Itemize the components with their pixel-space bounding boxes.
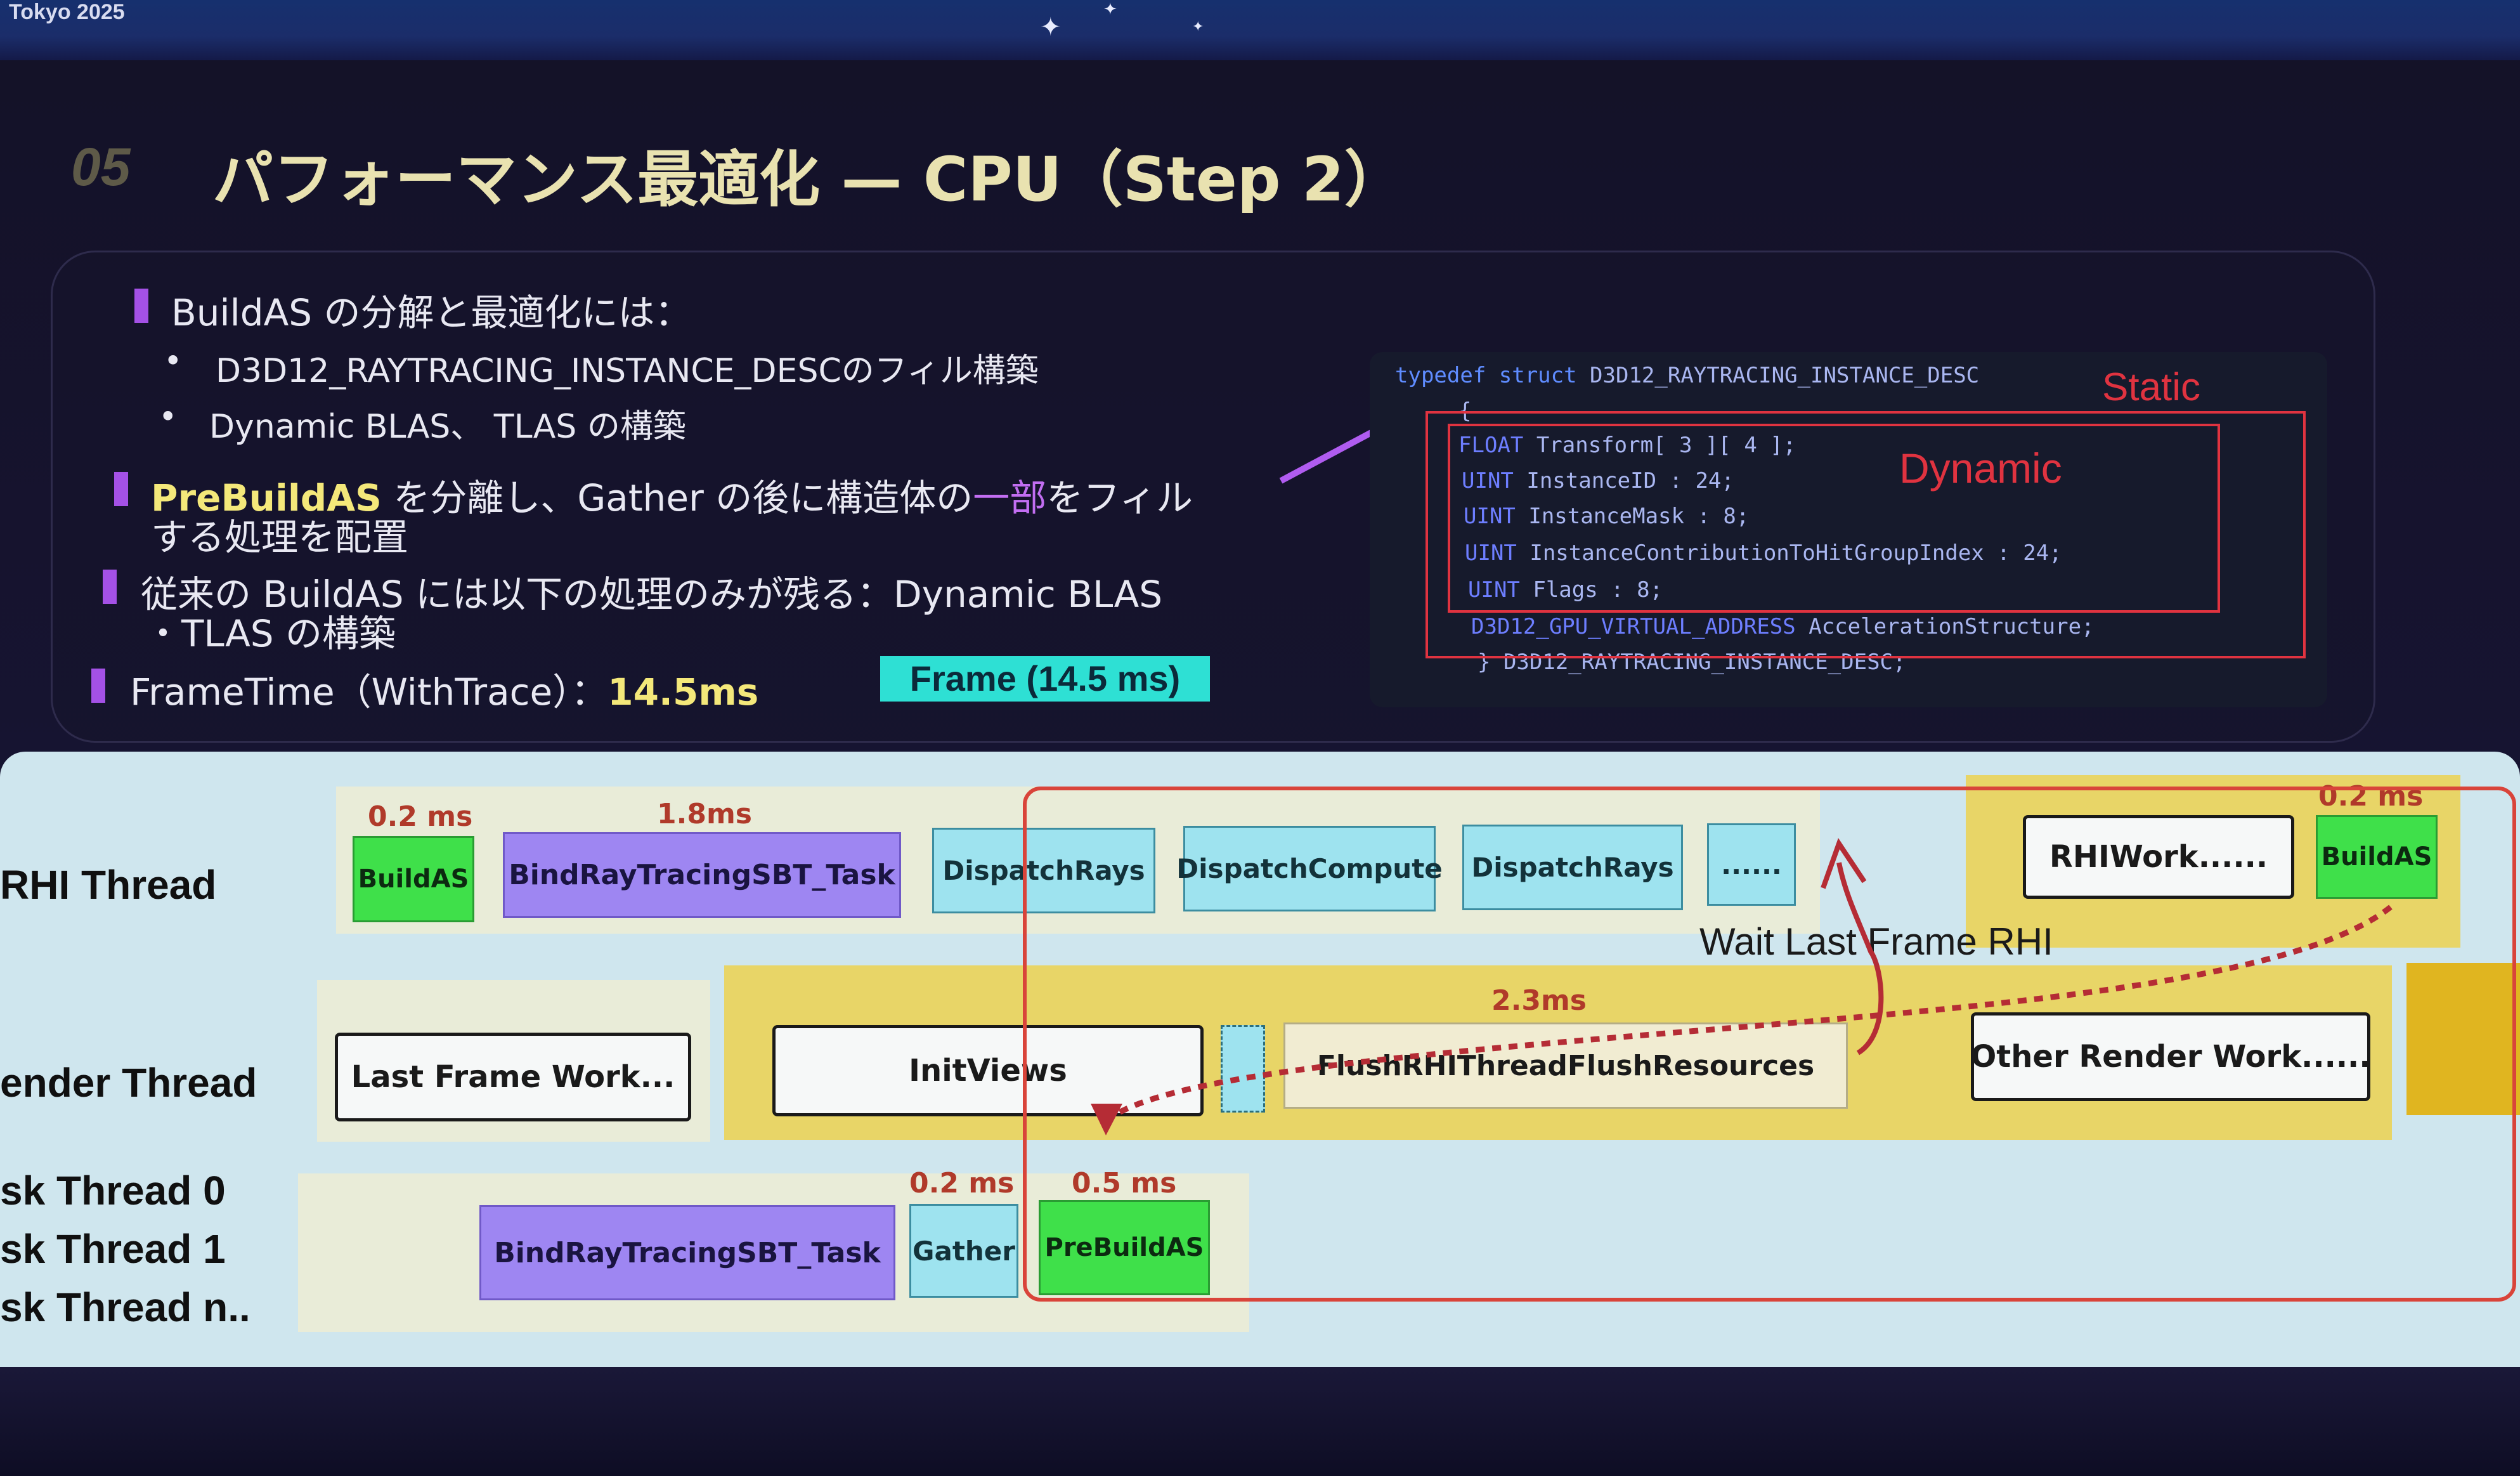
bullet-marker	[103, 570, 117, 604]
code-line-9: } D3D12_RAYTRACING_INSTANCE_DESC;	[1478, 650, 1906, 675]
bullet-1-sub-1: D3D12_RAYTRACING_INSTANCE_DESCのフィル構築	[216, 352, 1039, 390]
code-line-1: typedef struct D3D12_RAYTRACING_INSTANCE…	[1395, 363, 1980, 388]
rhi-dispatch-compute-block: DispatchCompute	[1176, 826, 1443, 911]
bullet-marker	[91, 669, 105, 703]
dynamic-label: Dynamic	[1899, 445, 2062, 492]
sub-bullet-dot: •	[159, 398, 178, 435]
bullet-4: FrameTime（WithTrace）：14.5ms	[130, 670, 759, 714]
lane-label-render: ender Thread	[0, 1060, 257, 1106]
rhi-work-block: RHIWork......	[2023, 815, 2294, 899]
code-line-6: UINT InstanceContributionToHitGroupIndex…	[1465, 540, 2062, 566]
duration-label: 0.5 ms	[1072, 1167, 1177, 1199]
duration-label: 0.2 ms	[2318, 780, 2424, 813]
code-line-7: UINT Flags : 8;	[1468, 577, 1663, 603]
render-other-work-block: Other Render Work......	[1970, 1012, 2371, 1101]
rhi-buildas-block: BuildAS	[353, 836, 474, 922]
static-label: Static	[2102, 365, 2201, 409]
rhi-buildas-block-2: BuildAS	[2316, 815, 2438, 899]
dynamic-region-outline	[1448, 424, 2220, 613]
rhi-dispatch-rays-block-2: DispatchRays	[1462, 825, 1683, 910]
focus-outline	[1023, 787, 2516, 1302]
render-flush-block: FlushRHIThreadFlushResources	[1283, 1022, 1848, 1109]
lane-label-taskn: sk Thread n..	[0, 1284, 250, 1330]
duration-label: 0.2 ms	[368, 800, 473, 833]
rhi-dispatch-rays-block: DispatchRays	[932, 828, 1155, 913]
code-line-5: UINT InstanceMask : 8;	[1464, 504, 1750, 529]
dependency-arrow-icon	[1091, 838, 2393, 1135]
duration-label: 2.3ms	[1491, 984, 1587, 1017]
duration-label: 1.8ms	[657, 798, 752, 830]
wait-label: Wait Last Frame RHI	[1699, 920, 2053, 963]
task-gather-block: Gather	[909, 1204, 1018, 1298]
lane-label-task1: sk Thread 1	[0, 1226, 226, 1272]
lane-label-rhi: RHI Thread	[0, 862, 217, 908]
conference-label: Tokyo 2025	[9, 0, 125, 24]
star-icon: ✦	[1040, 13, 1062, 42]
lane-label-task0: sk Thread 0	[0, 1168, 226, 1213]
task-bind-sbt-block: BindRayTracingSBT_Task	[479, 1205, 895, 1300]
code-line-4: UINT InstanceID : 24;	[1462, 468, 1734, 493]
bottom-background	[0, 1367, 2520, 1476]
bullet-marker	[134, 289, 148, 323]
bullet-3: 従来の BuildAS には以下の処理のみが残る：Dynamic BLAS	[141, 573, 1163, 616]
bullet-2: PreBuildAS を分離し、Gather の後に構造体の一部をフィル	[151, 476, 1193, 519]
render-last-frame-block: Last Frame Work...	[335, 1033, 691, 1121]
bullet-1: BuildAS の分解と最適化には：	[171, 291, 692, 334]
top-banner: ✦ ✦ ✦	[0, 0, 2520, 60]
render-lane-edge	[2406, 963, 2520, 1115]
rhi-bind-sbt-block: BindRayTracingSBT_Task	[503, 832, 901, 918]
code-line-3: FLOAT Transform[ 3 ][ 4 ];	[1458, 433, 1796, 458]
star-icon: ✦	[1192, 19, 1204, 35]
bullet-marker	[114, 472, 128, 506]
slide-title: パフォーマンス最適化 — CPU（Step 2）	[212, 144, 1405, 215]
bullet-3-line-2: ・TLAS の構築	[145, 612, 396, 655]
rhi-more-block: ......	[1707, 823, 1796, 906]
sub-bullet-dot: •	[164, 343, 183, 379]
slide-number: 05	[71, 137, 131, 197]
duration-label: 0.2 ms	[909, 1167, 1015, 1199]
bullet-2-line-2: する処理を配置	[151, 516, 409, 559]
render-gap-block	[1221, 1025, 1265, 1113]
star-icon: ✦	[1103, 0, 1117, 19]
render-initviews-block: InitViews	[772, 1025, 1204, 1116]
bullet-1-sub-2: Dynamic BLAS、 TLAS の構築	[209, 408, 686, 446]
frame-time-badge: Frame (14.5 ms)	[880, 656, 1210, 702]
static-region-outline	[1426, 411, 2306, 658]
code-line-8: D3D12_GPU_VIRTUAL_ADDRESS AccelerationSt…	[1471, 614, 2095, 639]
task-prebuildas-block: PreBuildAS	[1039, 1200, 1210, 1295]
